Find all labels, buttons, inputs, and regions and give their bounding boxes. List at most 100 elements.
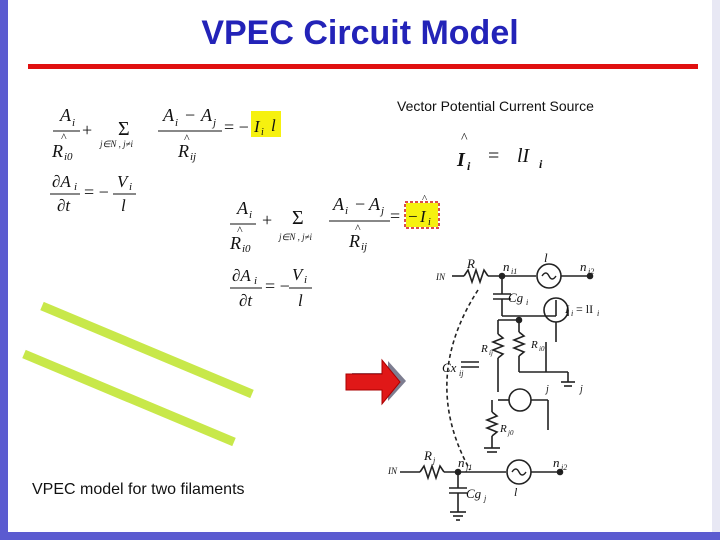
- svg-text:Σ: Σ: [118, 118, 130, 140]
- slide-title: VPEC Circuit Model: [201, 14, 519, 52]
- svg-text:ij: ij: [190, 151, 196, 163]
- svg-text:j: j: [578, 384, 583, 395]
- arrow-icon: [345, 358, 406, 406]
- svg-text:i: i: [254, 275, 257, 287]
- svg-text:I: I: [419, 207, 427, 226]
- svg-text:IN: IN: [435, 272, 446, 282]
- svg-text:=: =: [488, 145, 499, 167]
- svg-text:i0: i0: [539, 345, 545, 353]
- svg-text:i: i: [539, 157, 543, 171]
- svg-text:i0: i0: [64, 151, 73, 163]
- slide-frame-left: [0, 0, 8, 540]
- two-filaments-caption: VPEC model for two filaments: [32, 481, 245, 498]
- svg-text:j: j: [379, 205, 384, 217]
- svg-text:^: ^: [461, 131, 468, 146]
- svg-text:A: A: [162, 105, 175, 125]
- svg-text:+: +: [82, 120, 92, 140]
- svg-text:ij: ij: [489, 349, 493, 357]
- svg-text:l: l: [298, 291, 303, 310]
- vector-potential-caption: Vector Potential Current Source: [397, 98, 594, 114]
- svg-text:∂A: ∂A: [52, 172, 71, 191]
- svg-text:=: =: [390, 206, 400, 226]
- svg-text:^: ^: [237, 223, 243, 237]
- svg-text:j∈N , j≠i: j∈N , j≠i: [99, 139, 134, 149]
- ac-source-icons: [511, 272, 557, 476]
- svg-text:R: R: [177, 141, 189, 161]
- svg-text:= −: = −: [265, 276, 290, 296]
- svg-text:I: I: [564, 302, 570, 316]
- svg-text:j: j: [483, 494, 487, 503]
- svg-text:j1: j1: [465, 463, 472, 472]
- svg-text:ij: ij: [361, 241, 367, 253]
- svg-text:ij: ij: [459, 369, 464, 378]
- svg-text:= lI: = lI: [576, 302, 593, 316]
- svg-text:A: A: [332, 194, 345, 214]
- svg-text:∂t: ∂t: [57, 196, 71, 215]
- title-underline: [28, 64, 698, 69]
- svg-text:A: A: [59, 105, 72, 125]
- svg-text:i: i: [345, 205, 348, 217]
- svg-text:^: ^: [61, 130, 67, 144]
- svg-text:j: j: [211, 117, 216, 129]
- svg-text:R: R: [480, 343, 488, 355]
- svg-text:j0: j0: [507, 429, 514, 437]
- svg-text:i: i: [597, 309, 599, 318]
- svg-text:I: I: [253, 117, 261, 136]
- svg-text:i2: i2: [588, 267, 594, 276]
- svg-text:Cx: Cx: [442, 360, 457, 375]
- svg-text:i: i: [175, 117, 178, 129]
- svg-text:A: A: [236, 198, 249, 218]
- svg-text:j: j: [432, 456, 436, 465]
- svg-text:i: i: [526, 298, 528, 307]
- svg-text:l: l: [121, 196, 126, 215]
- svg-text:j∈N , j≠i: j∈N , j≠i: [278, 232, 313, 242]
- svg-text:^: ^: [184, 131, 190, 145]
- svg-text:−: −: [355, 194, 365, 214]
- svg-text:i: i: [467, 159, 471, 173]
- svg-text:lI: lI: [517, 145, 531, 167]
- inductance-label-top: l: [544, 250, 548, 265]
- svg-text:R: R: [423, 448, 432, 463]
- svg-text:i1: i1: [511, 267, 517, 276]
- svg-text:V: V: [292, 265, 305, 284]
- svg-text:I: I: [456, 149, 466, 171]
- svg-text:n: n: [553, 455, 560, 470]
- svg-text:V: V: [117, 172, 130, 191]
- svg-text:= −: = −: [224, 117, 249, 137]
- svg-text:+: +: [262, 210, 272, 230]
- svg-text:i: i: [304, 274, 307, 286]
- svg-text:i: i: [261, 127, 264, 138]
- svg-text:n: n: [580, 259, 587, 274]
- svg-text:^: ^: [422, 193, 428, 205]
- svg-text:i: i: [571, 309, 573, 318]
- svg-text:i0: i0: [242, 243, 251, 255]
- svg-text:i: i: [428, 217, 431, 228]
- slide-frame-right: [712, 0, 720, 540]
- svg-text:= −: = −: [84, 182, 109, 202]
- filament-stripe-lower: [22, 349, 236, 447]
- svg-text:i: i: [129, 181, 132, 193]
- svg-text:Cg: Cg: [508, 290, 524, 305]
- svg-text:^: ^: [355, 221, 361, 235]
- svg-text:A: A: [368, 194, 381, 214]
- svg-text:j2: j2: [560, 463, 567, 472]
- svg-text:i: i: [72, 117, 75, 129]
- svg-text:A: A: [200, 105, 213, 125]
- svg-text:R: R: [466, 256, 475, 271]
- filament-stripe-upper: [40, 301, 254, 399]
- svg-text:R: R: [229, 233, 241, 253]
- svg-text:j: j: [544, 384, 549, 395]
- svg-text:∂A: ∂A: [232, 266, 251, 285]
- svg-text:n: n: [503, 259, 510, 274]
- svg-text:−: −: [185, 105, 195, 125]
- svg-text:R: R: [348, 231, 360, 251]
- slide-frame-bottom: [0, 532, 720, 540]
- svg-text:R: R: [530, 339, 538, 351]
